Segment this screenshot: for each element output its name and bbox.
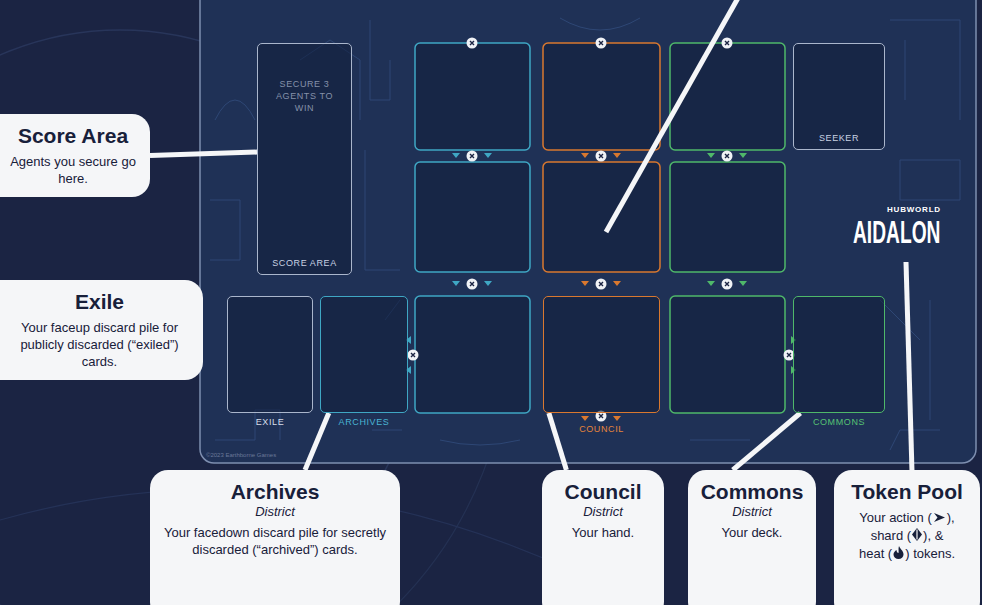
callout-body: Your facedown discard pile for secretly … — [162, 524, 388, 558]
district-tag: District — [700, 504, 804, 519]
callout-box: CouncilDistrictYour hand. — [542, 470, 664, 605]
callout-body: Your action (), shard ( ), & heat ( ) tokens… — [846, 509, 968, 563]
callout-text: shard ( — [871, 528, 911, 543]
card-slot — [543, 162, 660, 272]
card-slot — [415, 162, 530, 272]
heat-token — [893, 546, 904, 563]
logo-title: AIDALON — [853, 213, 940, 251]
card-slot — [670, 296, 785, 413]
playmat — [200, 0, 976, 463]
card-slot — [670, 162, 785, 272]
district-label: COUNCIL — [524, 424, 679, 435]
shard-icon — [912, 528, 922, 541]
shard-token — [912, 528, 922, 545]
shard-shape — [912, 528, 922, 541]
leader-stroke — [549, 413, 567, 470]
callout-title: Archives — [162, 480, 388, 504]
slot-markers — [408, 38, 795, 422]
card-slot: EXILE — [227, 296, 313, 413]
heat-shape — [894, 546, 904, 559]
slot-label: EXILE — [208, 417, 332, 428]
marker-dots — [408, 38, 795, 422]
callout-title: Commons — [700, 480, 804, 504]
callout-title: Exile — [8, 290, 191, 314]
heat-icon — [893, 546, 904, 559]
card-slot — [415, 296, 530, 413]
logo-small: HUBWORLD — [887, 205, 941, 215]
leader-stroke — [150, 152, 257, 155]
action-token — [933, 510, 946, 527]
callout-text: ) tokens. — [905, 546, 955, 561]
card-slot: COUNCIL — [543, 296, 660, 413]
copyright-note: ©2023 Earthborne Games — [206, 452, 276, 459]
slot-note: SECURE 3 AGENTS TO WIN — [274, 78, 336, 114]
district-label: COMMONS — [774, 417, 904, 428]
card-slot: SEEKER — [793, 43, 885, 150]
callout-text: ), — [947, 510, 955, 525]
leader-line — [733, 413, 801, 470]
callout-body: Your deck. — [700, 524, 804, 541]
shard-split — [917, 530, 918, 540]
callout-title: Token Pool — [846, 480, 968, 504]
district-tag: District — [162, 504, 388, 519]
card-slot: SECURE 3 AGENTS TO WINSCORE AREA — [257, 43, 352, 275]
callout-box: ArchivesDistrictYour facedown discard pi… — [150, 470, 400, 605]
card-slot — [543, 43, 660, 150]
callout-box: ExileYour faceup discard pile for public… — [0, 280, 203, 380]
card-slot: ARCHIVES — [320, 296, 408, 413]
callout-box: Score AreaAgents you secure go here. — [0, 114, 150, 197]
leader-line — [305, 413, 329, 470]
blueprint-sketch — [210, 18, 960, 450]
callout-text: Your action ( — [859, 510, 932, 525]
callout-text: heat ( — [859, 546, 892, 561]
callout-title: Score Area — [8, 124, 138, 148]
card-slot: COMMONS — [793, 296, 885, 413]
callout-box: Token PoolYour action (), shard ( ), & heat… — [834, 470, 980, 605]
leader-line — [549, 413, 567, 470]
callout-title: Council — [554, 480, 652, 504]
card-slot — [670, 43, 785, 150]
action-icon — [933, 512, 946, 523]
triangle — [707, 153, 747, 286]
leader-stroke — [733, 413, 801, 470]
slot-label: SCORE AREA — [238, 258, 371, 269]
leader-line — [906, 262, 912, 472]
callout-body: Your faceup discard pile for publicly di… — [8, 319, 191, 370]
leader-stroke — [305, 413, 329, 470]
card-slot — [415, 43, 530, 150]
triangle — [452, 153, 492, 286]
callout-box: CommonsDistrictYour deck. — [688, 470, 816, 605]
callout-body: Agents you secure go here. — [8, 153, 138, 187]
marker-cross — [411, 41, 791, 418]
callout-body: Your hand. — [554, 524, 652, 541]
callout-text: ), & — [923, 528, 943, 543]
action-shape — [934, 513, 945, 522]
slot-label: SEEKER — [774, 133, 904, 144]
leader-line — [606, 0, 738, 232]
direction-triangles — [406, 153, 796, 421]
district-tag: District — [554, 504, 652, 519]
district-label: ARCHIVES — [301, 417, 427, 428]
leader-line — [150, 152, 257, 155]
card-slots — [415, 43, 785, 413]
